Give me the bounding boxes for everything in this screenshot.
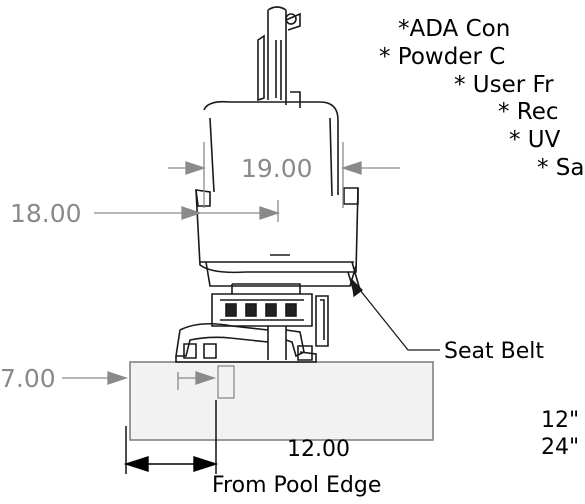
dim-pool-edge-value: 12.00 (287, 437, 350, 462)
note-uv: * UV (509, 127, 561, 153)
note-user: * User Fr (454, 72, 554, 98)
base-block (129, 361, 434, 441)
dim-seat-height (94, 200, 281, 222)
dim-seat-height-value: 18.00 (10, 199, 82, 228)
seat-belt-label: Seat Belt (444, 339, 544, 364)
lift-column (175, 322, 317, 363)
note-ada: *ADA Con (398, 16, 510, 42)
note-sa: * Sa (537, 155, 585, 181)
dim-pool-edge-label: From Pool Edge (212, 473, 381, 498)
seat (195, 100, 361, 294)
dim-pool-edge (123, 400, 219, 474)
dim-seat-width (168, 142, 400, 208)
dim-base-height-value: 7.00 (0, 364, 56, 393)
partial-text-12: 12" (541, 408, 579, 433)
note-powder: * Powder C (379, 44, 505, 70)
partial-text-24: 24" (541, 435, 579, 460)
mechanism (211, 283, 329, 347)
feature-notes: *ADA Con * Powder C * User Fr * Rec * UV… (379, 16, 585, 181)
note-rec: * Rec (498, 99, 559, 125)
backrest-mast (257, 6, 301, 108)
dim-seat-width-value: 19.00 (241, 154, 313, 183)
dim-base-height (62, 365, 235, 399)
seat-belt-leader (351, 278, 440, 351)
